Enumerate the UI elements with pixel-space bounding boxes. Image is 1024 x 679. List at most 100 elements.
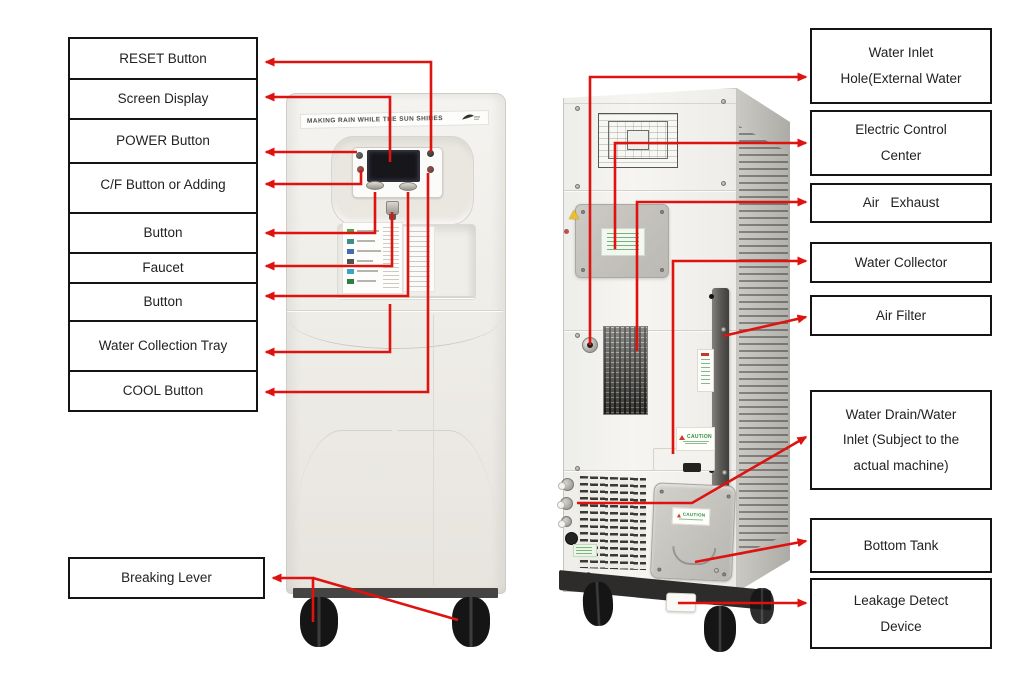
screw-icon [581, 268, 585, 272]
screw-icon [714, 568, 719, 573]
bottom-tank-panel [649, 482, 737, 582]
screen-display [367, 150, 420, 182]
side-louvers [739, 126, 788, 556]
logo-text-bar [474, 118, 480, 121]
tank-caution-sticker: CAUTION [671, 507, 711, 526]
back-left-caster [581, 581, 615, 627]
sticker-chip [347, 259, 354, 264]
cf-adding-button [357, 166, 364, 173]
label-button-right-oval: Button [68, 282, 258, 322]
screw-icon [726, 494, 731, 499]
water-inlet-hole-center [587, 342, 593, 348]
caution-triangle-icon [679, 434, 686, 440]
sticker-chip [347, 269, 354, 274]
sticker-line [357, 250, 381, 252]
spec-sticker [403, 226, 435, 292]
hose-connector [558, 478, 574, 491]
sticker-line [357, 270, 378, 272]
caution-text: CAUTION [687, 433, 712, 440]
bar-bolt [709, 294, 714, 299]
reset-button [427, 150, 434, 157]
back-right-caster [704, 606, 736, 652]
screw-icon [721, 181, 726, 186]
front-banner: MAKING RAIN WHILE THE SUN SHINES [299, 110, 490, 129]
label-reset-button: RESET Button [68, 37, 258, 80]
dispense-button-right [399, 182, 417, 191]
label-power-button: POWER Button [68, 118, 258, 164]
instruction-sticker [342, 222, 403, 294]
logo-text-bar [473, 116, 480, 118]
screw-icon [575, 333, 580, 338]
side-spec-sticker [697, 349, 714, 392]
air-exhaust-grid [603, 326, 648, 415]
caution-row: CAUTION [679, 433, 712, 440]
label-air-exhaust: Air Exhaust [810, 183, 992, 223]
screw-icon [575, 106, 580, 111]
sticker-chip [347, 229, 354, 234]
label-water-collector: Water Collector [810, 242, 992, 283]
water-inlet-hole [582, 337, 598, 353]
power-button [356, 152, 363, 159]
caution-triangle-icon [676, 512, 681, 518]
sticker-text-column [383, 227, 399, 289]
label-cool-button: COOL Button [68, 370, 258, 412]
screw-icon [721, 327, 726, 332]
hose-label-sticker [573, 544, 597, 557]
back-side-caster [750, 588, 774, 624]
front-left-caster [300, 597, 338, 647]
label-button-left-oval: Button [68, 212, 258, 254]
sticker-red-mark [701, 353, 709, 356]
caution-line [678, 518, 703, 521]
screw-icon [657, 567, 662, 572]
front-seam [287, 310, 503, 311]
sticker-chip [347, 279, 354, 284]
screw-icon [721, 99, 726, 104]
screw-icon [660, 268, 664, 272]
label-cf-button-or-adding: C/F Button or Adding [68, 162, 258, 214]
back-seam [564, 190, 736, 191]
caution-sticker: CAUTION [676, 427, 715, 451]
screw-icon [722, 470, 727, 475]
label-screen-display: Screen Display [68, 78, 258, 120]
label-electric-control-center: Electric Control Center [810, 110, 992, 176]
door-seam-vertical [433, 314, 434, 586]
screw-icon [722, 572, 727, 577]
screw-icon [581, 210, 585, 214]
wiring-diagram-core [627, 130, 649, 150]
label-leakage-detect-device: Leakage Detect Device [810, 578, 992, 649]
caution-line [682, 440, 709, 442]
sticker-line [357, 260, 373, 262]
leakage-detect-device [665, 592, 697, 613]
front-right-caster [452, 597, 490, 647]
label-breaking-lever: Breaking Lever [68, 557, 265, 599]
drain-slot [683, 463, 701, 472]
screw-icon [575, 466, 580, 471]
screw-icon [660, 210, 664, 214]
label-bottom-tank: Bottom Tank [810, 518, 992, 573]
sticker-chip [347, 249, 354, 254]
label-water-collection-tray: Water Collection Tray [68, 320, 258, 372]
caution-line [684, 442, 707, 444]
screw-icon [575, 184, 580, 189]
sticker-chip [347, 239, 354, 244]
control-panel-label [601, 228, 645, 256]
hose-connector [557, 497, 573, 510]
dispense-button-left [366, 181, 384, 190]
drain-knob [565, 532, 578, 545]
faucet-tip [389, 214, 396, 220]
label-water-inlet-hole: Water Inlet Hole(External Water [810, 28, 992, 104]
indicator-dot [564, 229, 569, 234]
tank-handle [671, 546, 717, 567]
screw-icon [659, 489, 664, 494]
door-curve [398, 430, 498, 581]
back-top-seam [564, 103, 736, 104]
door-curve [292, 430, 392, 581]
water-collection-tray [337, 296, 474, 298]
logo-swoosh [462, 114, 474, 120]
brand-logo-glyph [462, 114, 480, 121]
hose-connector [558, 516, 572, 528]
sticker-line [357, 230, 379, 232]
label-faucet: Faucet [68, 252, 258, 284]
back-seam [564, 330, 736, 331]
